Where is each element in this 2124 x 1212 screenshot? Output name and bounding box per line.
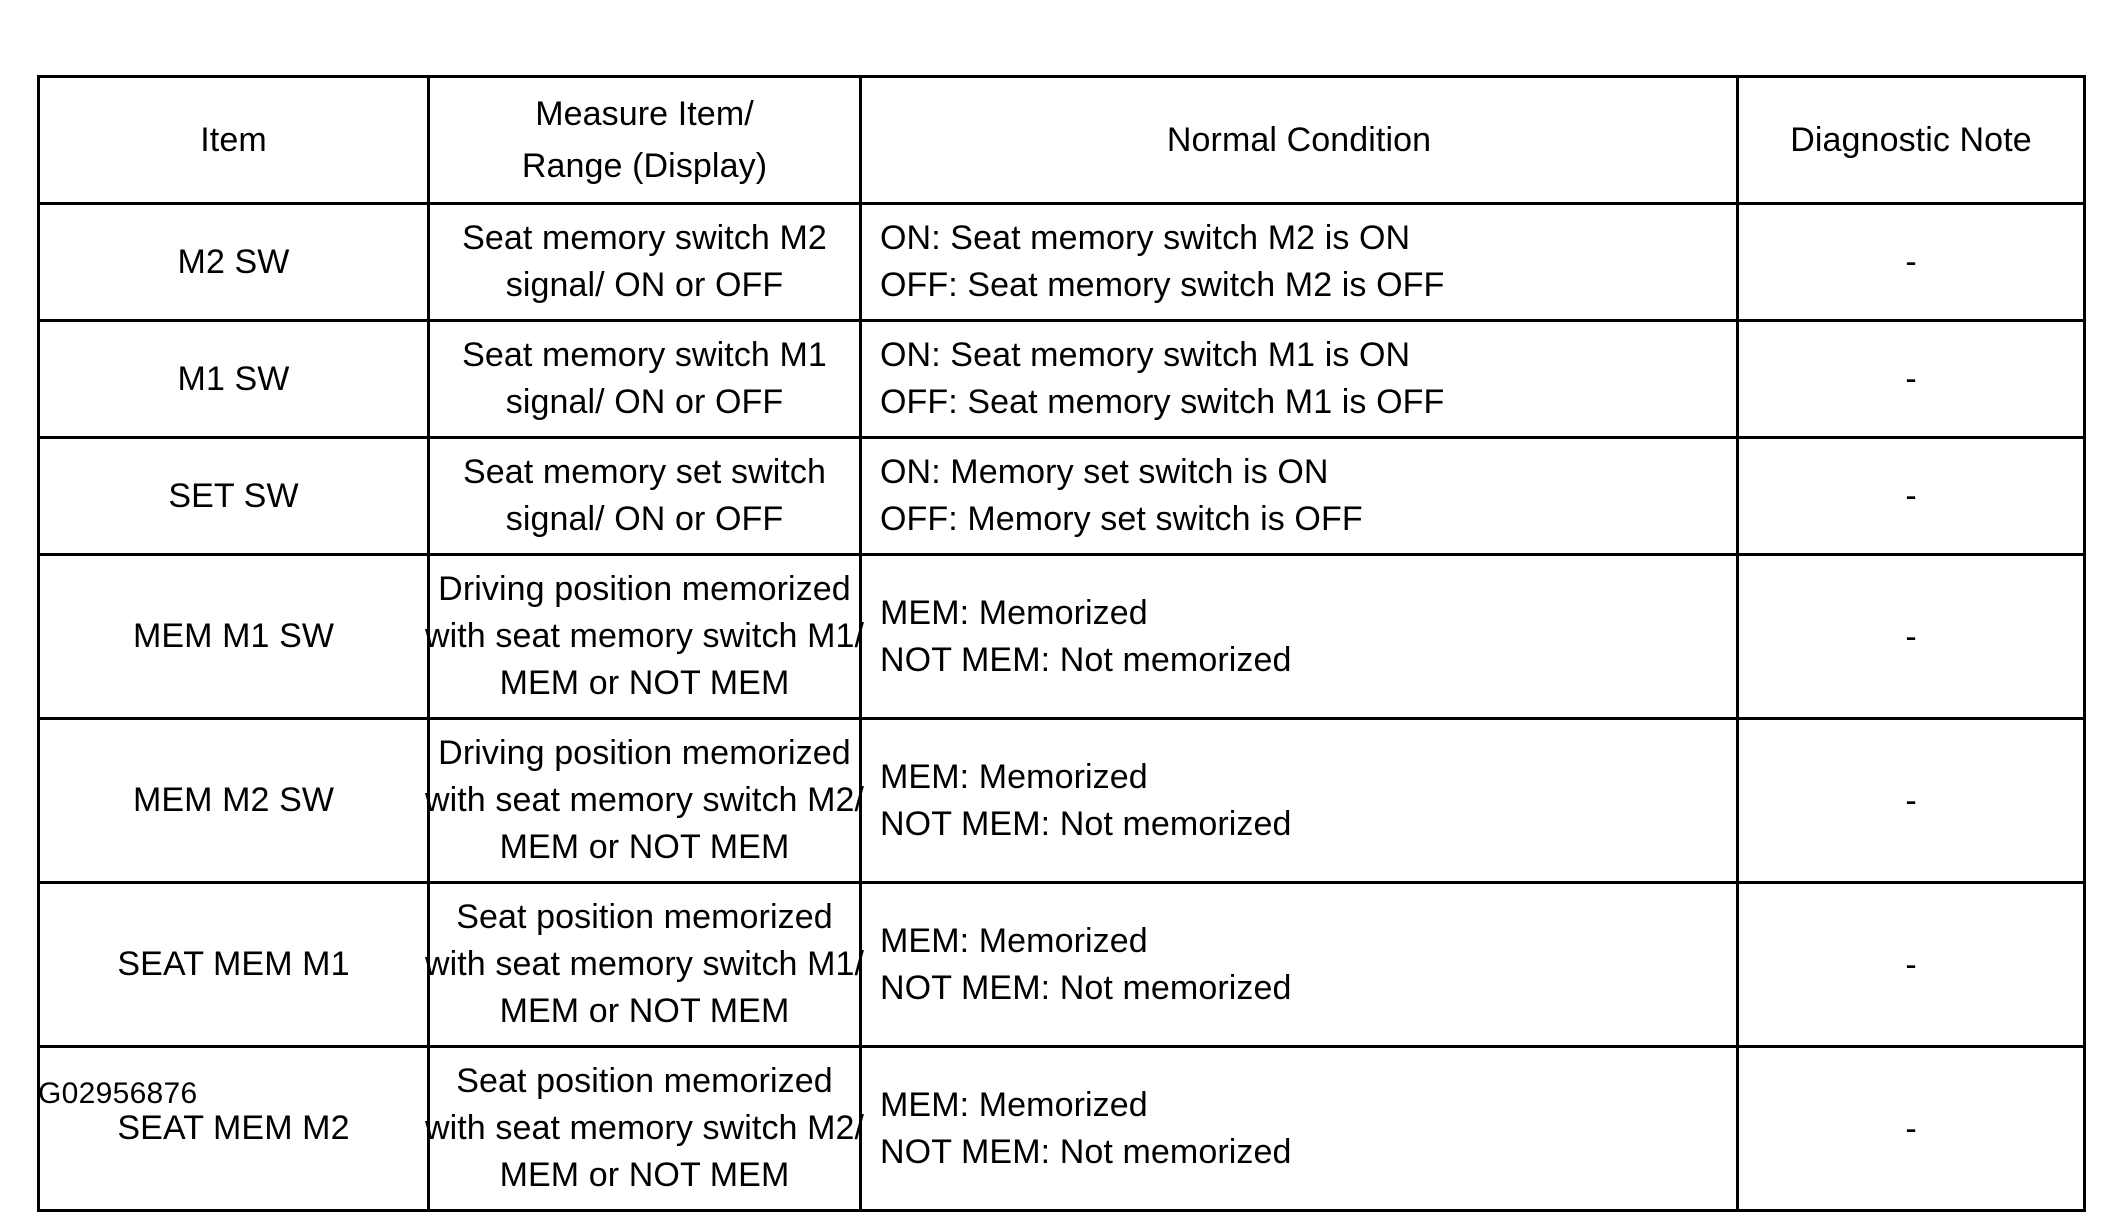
normal-condition-line: OFF: Seat memory switch M2 is OFF: [880, 266, 1445, 304]
diagnostic-note-value: -: [1905, 1109, 1917, 1148]
cell-measure-item-range: Driving position memorized with seat mem…: [425, 553, 864, 720]
measure-line: Seat memory switch M1: [462, 336, 827, 374]
measure-line: Seat memory set switch: [462, 453, 827, 491]
cell-item: SEAT MEM M2: [37, 1045, 430, 1212]
cell-item: MEM M2 SW: [37, 717, 430, 884]
measure-line: with seat memory switch M2/: [424, 781, 865, 819]
cell-item: M1 SW: [37, 319, 430, 439]
cell-item: SET SW: [37, 436, 430, 556]
table-row: M1 SW Seat memory switch M1 signal/ ON o…: [37, 319, 2086, 439]
diagnostic-note-value: -: [1905, 617, 1917, 656]
spec-table-container: Item Measure Item/ Range (Display) Norma…: [37, 75, 2086, 1212]
column-header-item: Item: [37, 75, 430, 205]
measure-line: Driving position memorized: [438, 570, 851, 608]
cell-measure-item-range: Seat memory switch M2 signal/ ON or OFF: [427, 202, 862, 322]
cell-diagnostic-note: -: [1736, 202, 2086, 322]
column-header-diagnostic-note-line-1: Diagnostic Note: [1790, 121, 2032, 159]
diagnostic-data-table: Item Measure Item/ Range (Display) Norma…: [37, 75, 2086, 1212]
cell-normal-condition: ON: Seat memory switch M1 is ON OFF: Sea…: [859, 319, 1739, 439]
measure-line: with seat memory switch M2/: [424, 1109, 865, 1147]
cell-measure-item-range: Seat memory switch M1 signal/ ON or OFF: [427, 319, 862, 439]
column-header-normal-condition-line-1: Normal Condition: [1166, 121, 1432, 159]
table-row: SET SW Seat memory set switch signal/ ON…: [37, 436, 2086, 556]
cell-measure-item-range: Seat position memorized with seat memory…: [425, 1045, 864, 1212]
normal-condition-line: NOT MEM: Not memorized: [880, 640, 1292, 679]
measure-line: signal/ ON or OFF: [505, 266, 784, 304]
normal-condition-line: MEM: Memorized: [880, 757, 1148, 796]
cell-diagnostic-note: -: [1736, 553, 2086, 720]
measure-line: with seat memory switch M1/: [424, 617, 865, 655]
item-label: SEAT MEM M2: [117, 1109, 350, 1147]
measure-line: Seat position memorized: [456, 898, 833, 936]
table-row: SEAT MEM M1 Seat position memorized with…: [37, 881, 2086, 1048]
normal-condition-line: OFF: Seat memory switch M1 is OFF: [880, 383, 1445, 421]
column-header-measure-line-2: Range (Display): [521, 147, 768, 185]
cell-diagnostic-note: -: [1736, 881, 2086, 1048]
normal-condition-line: ON: Seat memory switch M1 is ON: [880, 336, 1411, 374]
measure-line: MEM or NOT MEM: [499, 828, 790, 866]
measure-line: signal/ ON or OFF: [505, 383, 784, 421]
diagnostic-note-value: -: [1905, 243, 1917, 281]
item-label: MEM M2 SW: [132, 781, 335, 819]
cell-normal-condition: MEM: Memorized NOT MEM: Not memorized: [859, 717, 1739, 884]
measure-line: Driving position memorized: [438, 734, 851, 772]
normal-condition-line: NOT MEM: Not memorized: [880, 1132, 1292, 1171]
cell-measure-item-range: Seat position memorized with seat memory…: [425, 881, 864, 1048]
item-label: M2 SW: [177, 242, 290, 281]
cell-item: M2 SW: [37, 202, 430, 322]
cell-item: MEM M1 SW: [37, 553, 430, 720]
table-header-row: Item Measure Item/ Range (Display) Norma…: [37, 75, 2086, 205]
normal-condition-line: ON: Seat memory switch M2 is ON: [880, 219, 1411, 257]
table-row: MEM M2 SW Driving position memorized wit…: [37, 717, 2086, 884]
table-head: Item Measure Item/ Range (Display) Norma…: [37, 75, 2086, 205]
table-body: M2 SW Seat memory switch M2 signal/ ON o…: [37, 202, 2086, 1212]
column-header-measure-line-1: Measure Item/: [535, 95, 754, 133]
diagnostic-note-value: -: [1905, 477, 1917, 515]
normal-condition-line: ON: Memory set switch is ON: [880, 453, 1329, 491]
measure-line: MEM or NOT MEM: [499, 1156, 790, 1194]
cell-measure-item-range: Seat memory set switch signal/ ON or OFF: [427, 436, 862, 556]
normal-condition-line: NOT MEM: Not memorized: [880, 804, 1292, 843]
column-header-diagnostic-note: Diagnostic Note: [1736, 75, 2086, 205]
normal-condition-line: MEM: Memorized: [880, 593, 1148, 632]
diagnostic-note-value: -: [1905, 945, 1917, 984]
table-row: M2 SW Seat memory switch M2 signal/ ON o…: [37, 202, 2086, 322]
column-header-normal-condition: Normal Condition: [859, 75, 1739, 205]
normal-condition-line: MEM: Memorized: [880, 1085, 1148, 1124]
column-header-measure-item-range: Measure Item/ Range (Display): [427, 75, 862, 205]
cell-diagnostic-note: -: [1736, 1045, 2086, 1212]
measure-line: Seat memory switch M2: [462, 219, 827, 257]
cell-normal-condition: ON: Seat memory switch M2 is ON OFF: Sea…: [859, 202, 1739, 322]
cell-diagnostic-note: -: [1736, 717, 2086, 884]
document-page: Item Measure Item/ Range (Display) Norma…: [37, 75, 2086, 1212]
measure-line: MEM or NOT MEM: [499, 992, 790, 1030]
cell-diagnostic-note: -: [1736, 436, 2086, 556]
cell-normal-condition: ON: Memory set switch is ON OFF: Memory …: [859, 436, 1739, 556]
cell-item: SEAT MEM M1: [37, 881, 430, 1048]
measure-line: Seat position memorized: [456, 1062, 833, 1100]
cell-normal-condition: MEM: Memorized NOT MEM: Not memorized: [859, 553, 1739, 720]
table-row: MEM M1 SW Driving position memorized wit…: [37, 553, 2086, 720]
normal-condition-line: MEM: Memorized: [880, 921, 1148, 960]
diagnostic-note-value: -: [1905, 781, 1917, 820]
diagnostic-note-value: -: [1905, 360, 1917, 398]
measure-line: with seat memory switch M1/: [424, 945, 865, 983]
item-label: SET SW: [168, 476, 299, 515]
column-header-item-line-1: Item: [200, 121, 267, 159]
normal-condition-line: OFF: Memory set switch is OFF: [880, 500, 1363, 538]
normal-condition-line: NOT MEM: Not memorized: [880, 968, 1292, 1007]
cell-normal-condition: MEM: Memorized NOT MEM: Not memorized: [859, 1045, 1739, 1212]
cell-diagnostic-note: -: [1736, 319, 2086, 439]
item-label: MEM M1 SW: [132, 617, 335, 655]
figure-id-label: G02956876: [38, 1077, 198, 1110]
item-label: SEAT MEM M1: [117, 945, 350, 983]
cell-normal-condition: MEM: Memorized NOT MEM: Not memorized: [859, 881, 1739, 1048]
measure-line: signal/ ON or OFF: [505, 500, 784, 538]
item-label: M1 SW: [177, 359, 290, 398]
measure-line: MEM or NOT MEM: [499, 664, 790, 702]
cell-measure-item-range: Driving position memorized with seat mem…: [425, 717, 864, 884]
table-row: SEAT MEM M2 Seat position memorized with…: [37, 1045, 2086, 1212]
